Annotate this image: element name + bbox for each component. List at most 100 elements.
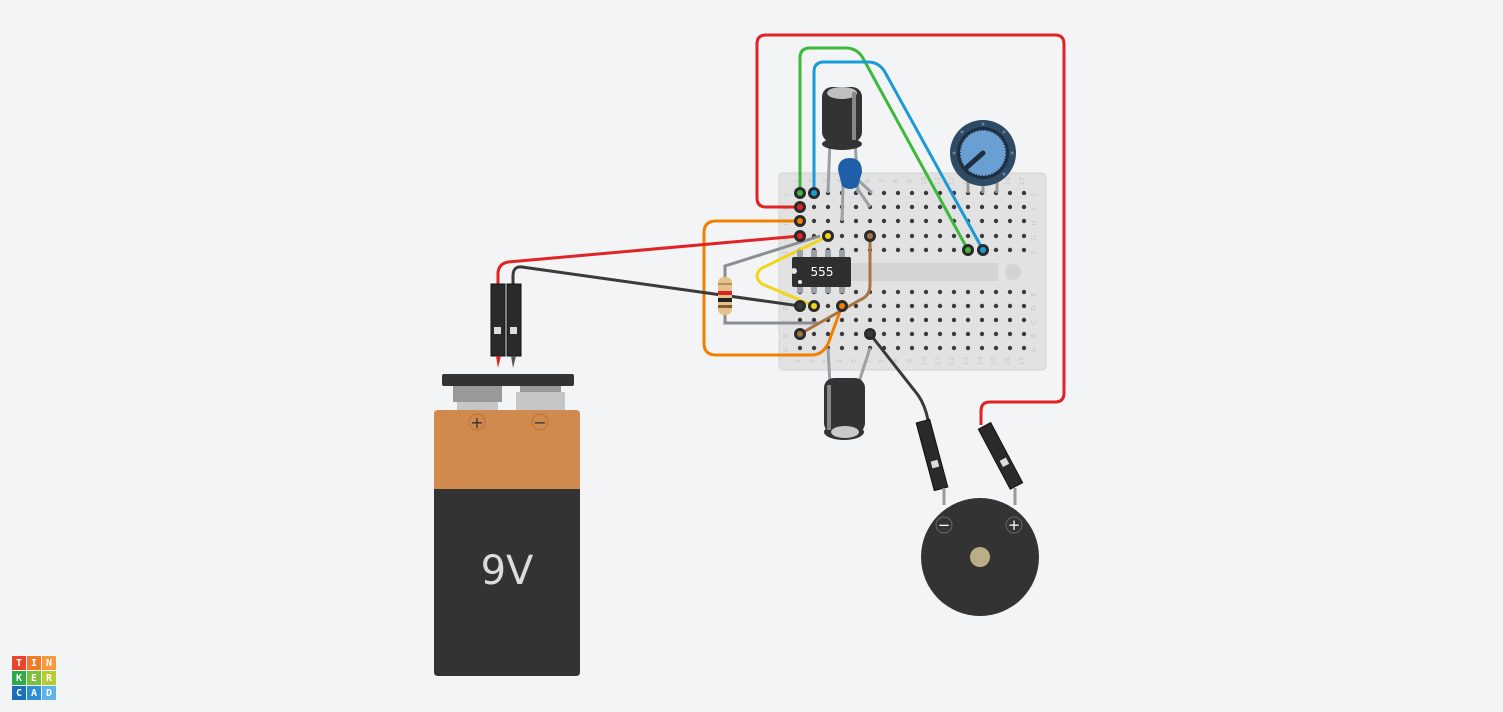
breadboard-hole[interactable] (881, 303, 887, 309)
breadboard-hole[interactable] (1021, 289, 1027, 295)
breadboard-hole[interactable] (979, 204, 985, 210)
breadboard-hole[interactable] (825, 204, 831, 210)
wire-yellow[interactable] (755, 234, 829, 308)
breadboard-hole[interactable] (853, 233, 859, 239)
buzzer-probe-red[interactable] (977, 421, 1024, 490)
breadboard-hole[interactable] (825, 331, 831, 337)
breadboard-hole[interactable] (1007, 247, 1013, 253)
breadboard-hole[interactable] (881, 190, 887, 196)
breadboard-hole[interactable] (909, 345, 915, 351)
breadboard-hole[interactable] (825, 303, 831, 309)
breadboard-hole[interactable] (979, 218, 985, 224)
wire-black-battery[interactable] (511, 265, 801, 308)
breadboard-hole[interactable] (853, 218, 859, 224)
breadboard-hole[interactable] (979, 289, 985, 295)
breadboard-hole[interactable] (895, 345, 901, 351)
breadboard-hole[interactable] (909, 331, 915, 337)
breadboard-hole[interactable] (923, 190, 929, 196)
breadboard-hole[interactable] (909, 317, 915, 323)
breadboard-hole[interactable] (1007, 190, 1013, 196)
breadboard-hole[interactable] (895, 317, 901, 323)
breadboard-hole[interactable] (951, 345, 957, 351)
resistor[interactable] (718, 277, 732, 315)
breadboard-hole[interactable] (993, 204, 999, 210)
breadboard-hole[interactable] (1021, 247, 1027, 253)
breadboard-hole[interactable] (853, 345, 859, 351)
breadboard-hole[interactable] (839, 331, 845, 337)
breadboard-hole[interactable] (881, 317, 887, 323)
ic-555[interactable]: 555 (791, 250, 851, 293)
breadboard-hole[interactable] (895, 218, 901, 224)
breadboard-hole[interactable] (937, 233, 943, 239)
breadboard-hole[interactable] (867, 218, 873, 224)
breadboard-hole[interactable] (853, 289, 859, 295)
breadboard-hole[interactable] (895, 233, 901, 239)
breadboard-hole[interactable] (923, 317, 929, 323)
breadboard-hole[interactable] (811, 317, 817, 323)
breadboard-hole[interactable] (909, 233, 915, 239)
breadboard-hole[interactable] (993, 303, 999, 309)
breadboard-hole[interactable] (895, 303, 901, 309)
breadboard-hole[interactable] (937, 218, 943, 224)
breadboard-hole[interactable] (839, 233, 845, 239)
breadboard-hole[interactable] (909, 289, 915, 295)
breadboard-hole[interactable] (853, 331, 859, 337)
breadboard-hole[interactable] (993, 218, 999, 224)
breadboard-hole[interactable] (811, 331, 817, 337)
breadboard-hole[interactable] (881, 247, 887, 253)
breadboard-hole[interactable] (811, 345, 817, 351)
breadboard-hole[interactable] (797, 317, 803, 323)
breadboard-hole[interactable] (909, 303, 915, 309)
breadboard-hole[interactable] (923, 345, 929, 351)
breadboard-hole[interactable] (1021, 317, 1027, 323)
breadboard-hole[interactable] (881, 331, 887, 337)
breadboard-hole[interactable] (937, 289, 943, 295)
breadboard-hole[interactable] (1007, 289, 1013, 295)
breadboard-hole[interactable] (951, 204, 957, 210)
breadboard-hole[interactable] (965, 204, 971, 210)
breadboard-hole[interactable] (853, 317, 859, 323)
breadboard-hole[interactable] (993, 317, 999, 323)
breadboard-hole[interactable] (1021, 204, 1027, 210)
breadboard-hole[interactable] (965, 303, 971, 309)
ceramic-capacitor[interactable] (838, 158, 862, 189)
breadboard-hole[interactable] (1007, 303, 1013, 309)
breadboard-hole[interactable] (1021, 345, 1027, 351)
breadboard-hole[interactable] (1021, 190, 1027, 196)
electrolytic-capacitor-top[interactable] (822, 87, 862, 150)
breadboard-hole[interactable] (1021, 233, 1027, 239)
breadboard-hole[interactable] (867, 317, 873, 323)
breadboard-hole[interactable] (853, 247, 859, 253)
breadboard-hole[interactable] (1007, 204, 1013, 210)
breadboard-hole[interactable] (797, 345, 803, 351)
breadboard-hole[interactable] (965, 345, 971, 351)
breadboard-hole[interactable] (937, 331, 943, 337)
breadboard-hole[interactable] (951, 289, 957, 295)
breadboard-hole[interactable] (993, 233, 999, 239)
breadboard-hole[interactable] (1007, 345, 1013, 351)
breadboard-hole[interactable] (1021, 218, 1027, 224)
breadboard-hole[interactable] (895, 190, 901, 196)
breadboard-hole[interactable] (993, 289, 999, 295)
wire-black-buzzer[interactable] (868, 333, 930, 421)
wire-brown[interactable] (799, 236, 872, 336)
breadboard-hole[interactable] (979, 345, 985, 351)
breadboard-hole[interactable] (811, 218, 817, 224)
breadboard-hole[interactable] (923, 247, 929, 253)
breadboard-hole[interactable] (965, 317, 971, 323)
breadboard-hole[interactable] (951, 317, 957, 323)
breadboard-hole[interactable] (881, 233, 887, 239)
breadboard-hole[interactable] (909, 218, 915, 224)
breadboard-hole[interactable] (937, 345, 943, 351)
wire-red-battery[interactable] (496, 234, 801, 287)
breadboard-hole[interactable] (923, 204, 929, 210)
breadboard-hole[interactable] (853, 204, 859, 210)
battery-probe-black[interactable] (506, 283, 522, 368)
breadboard-hole[interactable] (1007, 331, 1013, 337)
breadboard-hole[interactable] (965, 289, 971, 295)
breadboard-hole[interactable] (909, 190, 915, 196)
breadboard-hole[interactable] (811, 204, 817, 210)
breadboard-hole[interactable] (909, 247, 915, 253)
